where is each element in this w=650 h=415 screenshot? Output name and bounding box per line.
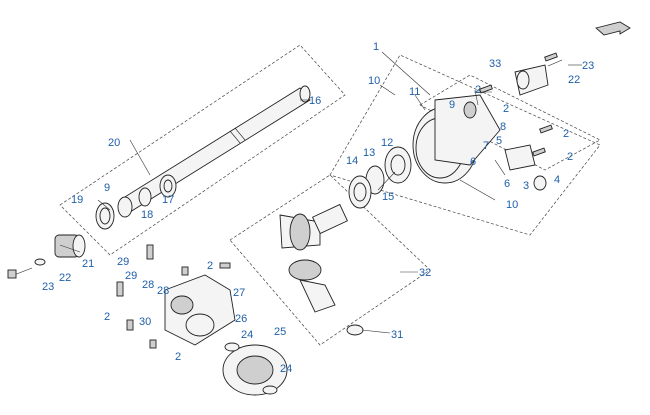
callout-24: 24 bbox=[241, 329, 253, 341]
callout-19: 19 bbox=[71, 194, 83, 206]
callout-5: 5 bbox=[496, 135, 502, 147]
callout-2: 2 bbox=[104, 311, 110, 323]
leader-lines bbox=[59, 51, 582, 334]
callout-22: 22 bbox=[568, 74, 580, 86]
callout-13: 13 bbox=[363, 147, 375, 159]
hub bbox=[7, 234, 86, 279]
group-box-1 bbox=[329, 54, 601, 236]
callout-32: 32 bbox=[419, 267, 431, 279]
callout-10: 10 bbox=[368, 75, 380, 87]
shaft-bearings bbox=[95, 174, 177, 230]
callout-31: 31 bbox=[391, 329, 403, 341]
callout-20: 20 bbox=[108, 137, 120, 149]
callout-30: 30 bbox=[139, 316, 151, 328]
callout-27: 27 bbox=[233, 287, 245, 299]
callout-9: 9 bbox=[104, 182, 110, 194]
callout-4: 4 bbox=[554, 174, 560, 186]
callout-15: 15 bbox=[382, 191, 394, 203]
callout-23: 23 bbox=[582, 60, 594, 72]
callout-6: 6 bbox=[470, 156, 476, 168]
callout-18: 18 bbox=[141, 209, 153, 221]
callout-2: 2 bbox=[503, 103, 509, 115]
callout-2: 2 bbox=[567, 151, 573, 163]
callout-labels: 1 2 2 2 2 2 2 2 3 4 5 6 6 7 8 9 9 10 10 … bbox=[42, 41, 594, 375]
pinion-gear bbox=[288, 259, 364, 336]
callout-9: 9 bbox=[449, 99, 455, 111]
callout-29: 29 bbox=[117, 256, 129, 268]
callout-11: 11 bbox=[409, 86, 420, 98]
bracket bbox=[514, 59, 563, 96]
callout-2: 2 bbox=[475, 84, 481, 96]
group-box-32 bbox=[229, 174, 431, 346]
callout-3: 3 bbox=[523, 180, 529, 192]
callout-33: 33 bbox=[489, 58, 501, 70]
callout-2: 2 bbox=[175, 351, 181, 363]
bolts bbox=[116, 52, 558, 349]
lower-cover bbox=[164, 274, 236, 346]
callout-1: 1 bbox=[373, 41, 379, 53]
callout-25: 25 bbox=[274, 326, 286, 338]
callout-17: 17 bbox=[162, 194, 174, 206]
callout-12: 12 bbox=[381, 137, 393, 149]
callout-2: 2 bbox=[207, 260, 213, 272]
callout-7: 7 bbox=[483, 140, 489, 152]
callout-22: 22 bbox=[59, 272, 71, 284]
shift-linkage bbox=[494, 124, 553, 191]
callout-23: 23 bbox=[42, 281, 54, 293]
callout-28: 28 bbox=[142, 279, 154, 291]
callout-8: 8 bbox=[500, 121, 506, 133]
callout-10: 10 bbox=[506, 199, 518, 211]
callout-6: 6 bbox=[504, 178, 510, 190]
front-direction-icon bbox=[595, 21, 631, 36]
housing-bearings bbox=[348, 146, 412, 209]
large-gear bbox=[222, 342, 288, 396]
callout-24: 24 bbox=[280, 363, 292, 375]
gear-housing bbox=[412, 94, 501, 184]
callout-29: 29 bbox=[125, 270, 137, 282]
callout-2: 2 bbox=[563, 128, 569, 140]
callout-26: 26 bbox=[235, 313, 247, 325]
callout-14: 14 bbox=[346, 155, 358, 167]
callout-16: 16 bbox=[309, 95, 321, 107]
callout-28: 28 bbox=[157, 285, 169, 297]
group-box-20 bbox=[59, 44, 346, 256]
callout-21: 21 bbox=[82, 258, 94, 270]
ring-gear bbox=[279, 203, 348, 251]
